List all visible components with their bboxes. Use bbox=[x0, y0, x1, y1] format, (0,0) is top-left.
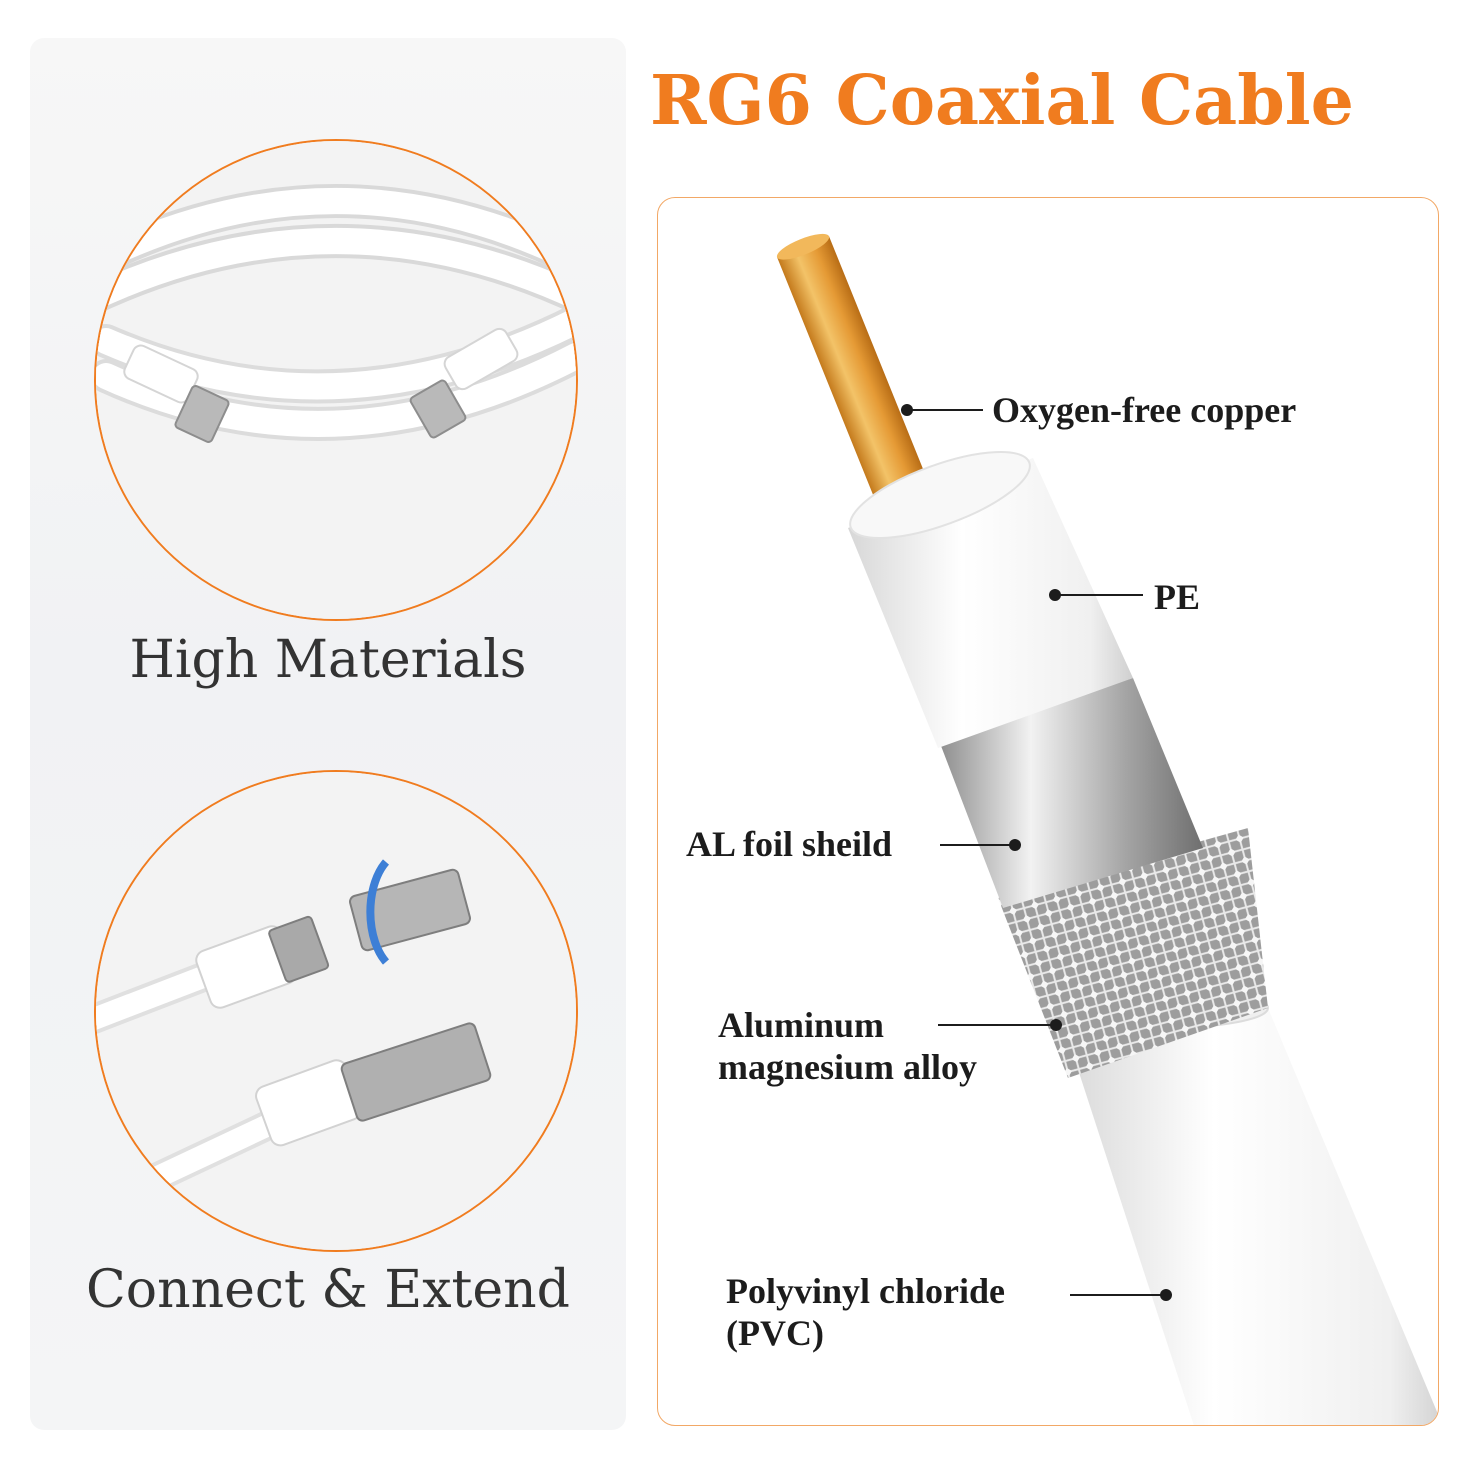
layer-label-al-foil: AL foil sheild bbox=[686, 824, 893, 864]
leader-line-copper bbox=[907, 409, 983, 411]
coiled-cable-image bbox=[94, 139, 578, 621]
leader-line-pe bbox=[1055, 594, 1143, 596]
feature-caption-high-materials: High Materials bbox=[129, 630, 527, 690]
layer-label-braid-line1: Aluminum bbox=[718, 1005, 885, 1045]
leader-line-braid bbox=[938, 1024, 1056, 1026]
connector-illustration bbox=[96, 772, 576, 1250]
layer-label-copper: Oxygen-free copper bbox=[992, 390, 1297, 430]
layer-label-pvc-line2: (PVC) bbox=[726, 1313, 824, 1353]
layer-label-pvc-line1: Polyvinyl chloride bbox=[726, 1271, 1005, 1311]
page-title: RG6 Coaxial Cable bbox=[650, 61, 1354, 141]
leader-dot-braid bbox=[1050, 1019, 1062, 1031]
leader-dot-pvc bbox=[1160, 1289, 1172, 1301]
cable-structure-panel: Oxygen-free copper PE AL foil sheild Alu… bbox=[657, 197, 1439, 1426]
leader-line-al-foil bbox=[940, 844, 1014, 846]
layer-label-pe: PE bbox=[1154, 577, 1201, 617]
coiled-cable-illustration bbox=[96, 141, 576, 619]
connector-image bbox=[94, 770, 578, 1252]
leader-dot-al-foil bbox=[1009, 839, 1021, 851]
cable-illustration bbox=[776, 233, 1438, 1425]
leader-line-pvc bbox=[1070, 1294, 1166, 1296]
feature-caption-connect-extend: Connect & Extend bbox=[86, 1260, 570, 1320]
layer-label-braid-line2: magnesium alloy bbox=[718, 1047, 978, 1087]
